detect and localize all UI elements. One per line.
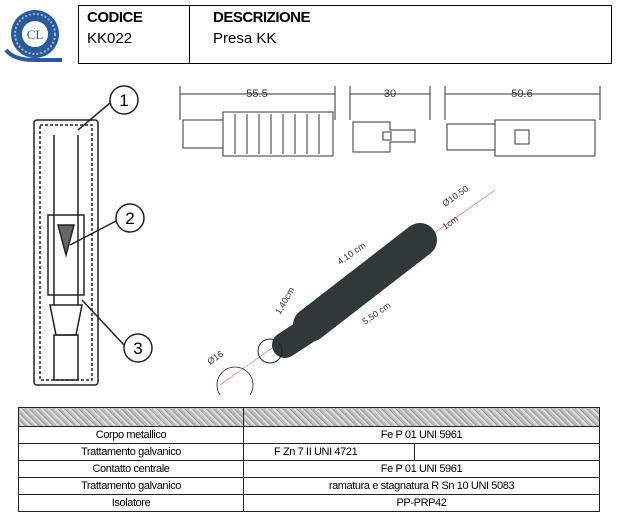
dim-diameter-16: Ø16: [205, 349, 225, 367]
svg-text:CL: CL: [27, 27, 44, 42]
cross-section-drawing: 1 2 3: [33, 85, 153, 386]
dim-diameter-10-50: Ø10.50: [440, 185, 470, 209]
dim-length-1: 55.5: [246, 88, 267, 100]
callout-1: 1: [119, 91, 128, 110]
company-logo: CL: [4, 10, 62, 62]
description-value: Presa KK: [213, 30, 277, 47]
code-value: KK022: [87, 30, 133, 47]
dim-5-50-cm: 5,50 cm: [360, 300, 392, 327]
description-label: DESCRIZIONE: [213, 9, 311, 26]
dim-4-10-cm: 4,10 cm: [335, 240, 367, 267]
dim-1-cm: 1cm: [440, 214, 460, 232]
callout-2: 2: [125, 209, 134, 228]
dim-length-3: 50.6: [511, 88, 532, 100]
isometric-plug-drawing: 4,10 cm 5,50 cm 1,40cm Ø10.50 1cm Ø16: [205, 185, 496, 395]
header-box: CODICE KK022 DESCRIZIONE Presa KK: [78, 5, 612, 64]
callout-3: 3: [133, 339, 142, 358]
code-label: CODICE: [87, 9, 143, 26]
dim-1-40-cm: 1,40cm: [273, 285, 296, 316]
dim-length-2: 30: [384, 88, 396, 100]
orthographic-views: 55.5 30 50.6: [179, 86, 601, 157]
